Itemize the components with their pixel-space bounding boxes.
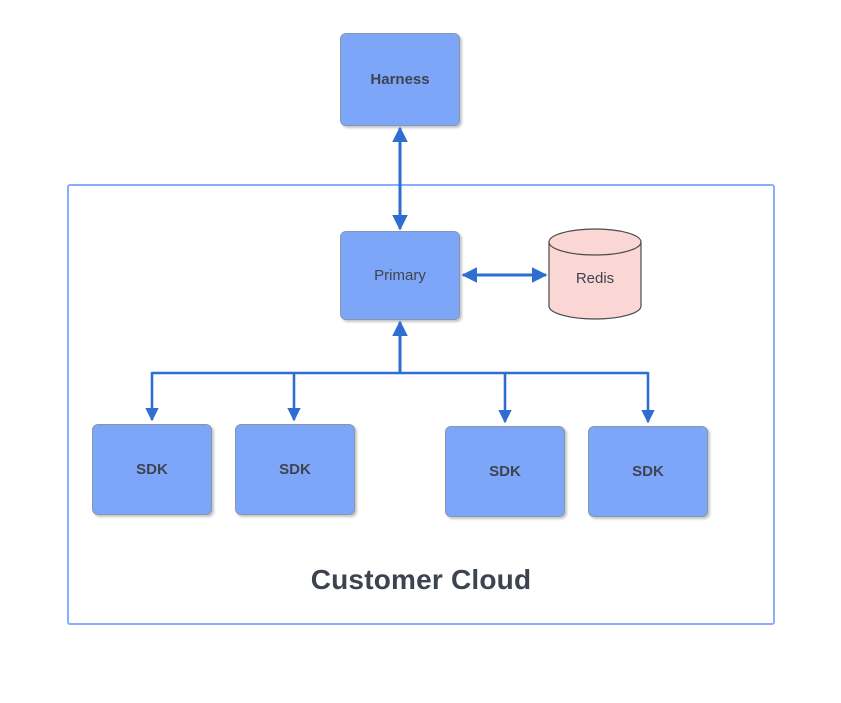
node-sdk-4[interactable]: SDK xyxy=(588,426,708,517)
node-sdk-4-label: SDK xyxy=(632,463,664,480)
node-redis-label: Redis xyxy=(575,269,615,287)
node-sdk-2[interactable]: SDK xyxy=(235,424,355,515)
node-harness[interactable]: Harness xyxy=(340,33,460,126)
database-cylinder-icon xyxy=(548,228,642,320)
node-sdk-3[interactable]: SDK xyxy=(445,426,565,517)
node-primary[interactable]: Primary xyxy=(340,231,460,320)
node-sdk-1[interactable]: SDK xyxy=(92,424,212,515)
node-redis[interactable]: Redis xyxy=(548,228,642,320)
node-sdk-1-label: SDK xyxy=(136,461,168,478)
customer-cloud-label: Customer Cloud xyxy=(310,564,532,595)
node-sdk-2-label: SDK xyxy=(279,461,311,478)
customer-cloud-container xyxy=(67,184,775,625)
node-sdk-3-label: SDK xyxy=(489,463,521,480)
node-primary-label: Primary xyxy=(374,267,426,284)
node-harness-label: Harness xyxy=(370,71,430,88)
